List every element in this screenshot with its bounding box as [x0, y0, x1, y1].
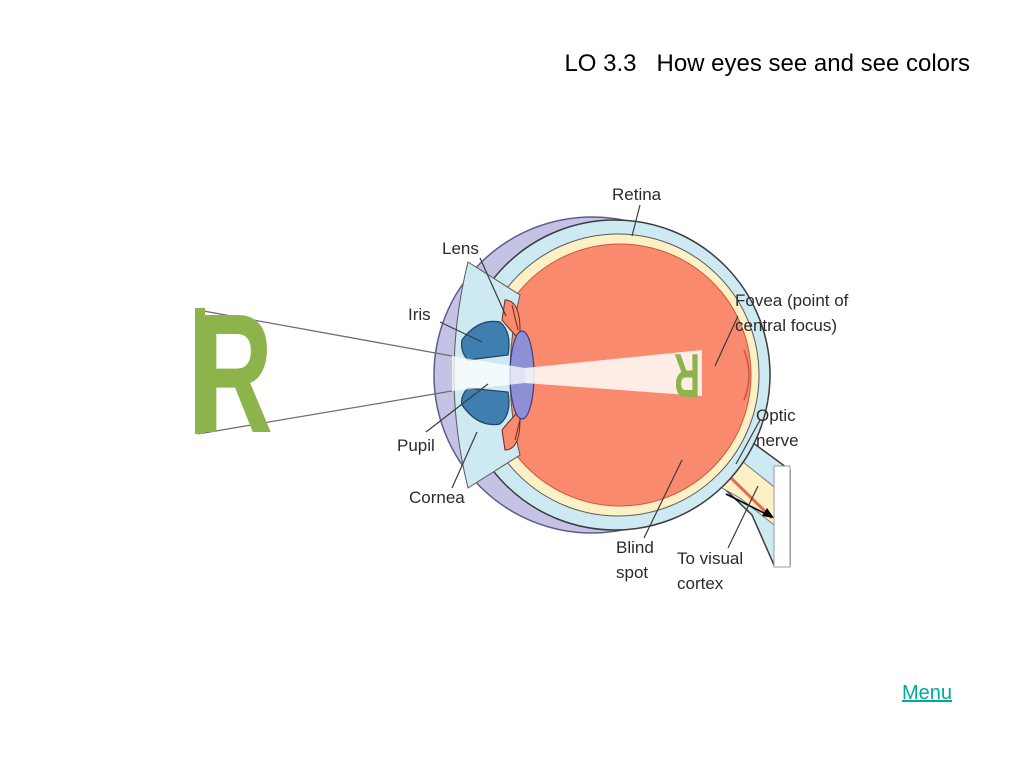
label-optic-line1: Optic [756, 406, 796, 425]
image-letter-text: R [674, 340, 700, 409]
label-optic-line2: nerve [756, 431, 799, 450]
ciliary-body [501, 299, 521, 451]
label-iris: Iris [408, 305, 431, 324]
label-fovea-line1: Fovea (point of [735, 291, 849, 310]
light-cone-inside [452, 350, 702, 396]
cortex-box [773, 465, 791, 568]
object-letter-text: R [193, 279, 273, 469]
light-rays-outside [197, 309, 453, 435]
label-lens: Lens [442, 239, 479, 258]
label-retina: Retina [612, 185, 662, 204]
leader-lines [425, 204, 761, 549]
label-blind-line2: spot [616, 563, 648, 582]
label-blind-line1: Blind [616, 538, 654, 557]
diagram-labels: Retina Lens Iris Pupil Cornea Fovea (poi… [397, 185, 849, 593]
label-cortex-line1: To visual [677, 549, 743, 568]
image-letter: R [674, 340, 700, 409]
slide-title: LO 3.3 How eyes see and see colors [564, 50, 970, 77]
label-fovea-line2: central focus) [735, 316, 837, 335]
fovea-shape [743, 349, 750, 401]
menu-link[interactable]: Menu [902, 682, 953, 704]
label-cortex-line2: cortex [677, 574, 724, 593]
label-cornea: Cornea [409, 488, 465, 507]
iris-shape [461, 320, 510, 426]
signal-arrow [725, 493, 774, 518]
label-pupil: Pupil [397, 436, 435, 455]
object-letter: R [193, 279, 273, 469]
